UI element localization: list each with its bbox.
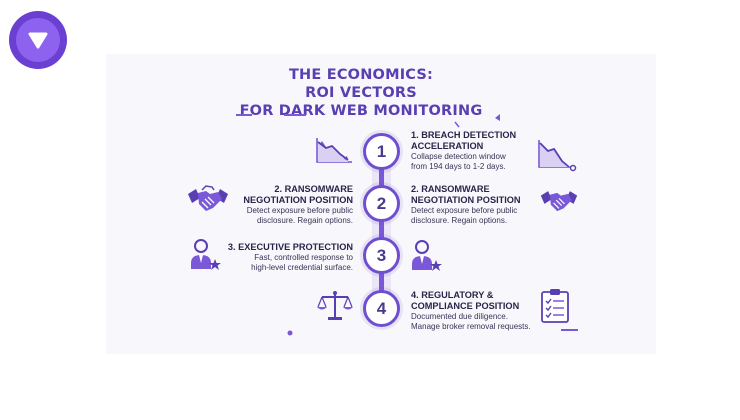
handshake-icon — [188, 185, 228, 211]
step-node-2: 2 — [363, 185, 400, 222]
step-2-right-heading-line-2: NEGOTIATION POSITION — [411, 195, 521, 205]
step-4-body-line-1: Documented due diligence. — [411, 312, 508, 321]
step-1-body-line-1: Collapse detection window — [411, 152, 506, 161]
step-3-text: 3. EXECUTIVE PROTECTION Fast, controlled… — [222, 242, 353, 273]
step-node-3: 3 — [363, 237, 400, 274]
title-line-1: THE ECONOMICS: — [288, 67, 434, 83]
step-2-left-text: 2. RANSOMWARE NEGOTIATION POSITION Detec… — [225, 184, 353, 226]
step-3-body-line-2: high-level credential surface. — [251, 263, 353, 272]
step-2-left-body-line-2: disclosure. Regain options. — [256, 216, 353, 225]
title-line-2: ROI VECTORS — [305, 85, 417, 101]
step-2-right-body-line-1: Detect exposure before public — [411, 206, 518, 215]
handshake-icon — [540, 191, 578, 212]
step-2-left-body-line-1: Detect exposure before public — [246, 206, 353, 215]
step-node-1: 1 — [363, 133, 400, 170]
step-4-heading-line-2: COMPLIANCE POSITION — [411, 301, 520, 311]
step-4-heading-line-1: 4. REGULATORY & — [411, 290, 494, 300]
step-1-body-line-2: from 194 days to 1-2 days. — [411, 162, 506, 171]
step-3-body-line-1: Fast, controlled response to — [254, 253, 353, 262]
step-2-right-text: 2. RANSOMWARE NEGOTIATION POSITION Detec… — [411, 184, 521, 226]
step-2-right-body-line-2: disclosure. Regain options. — [411, 216, 508, 225]
declining-chart-icon — [316, 138, 352, 163]
checklist-clipboard-icon — [541, 289, 569, 323]
step-node-4: 4 — [363, 290, 400, 327]
step-2-left-heading-line-2: NEGOTIATION POSITION — [243, 195, 353, 205]
step-2-right-heading-line-1: 2. RANSOMWARE — [411, 184, 490, 194]
step-2-left-heading-line-1: 2. RANSOMWARE — [274, 184, 353, 194]
step-1-heading-line-2: ACCELERATION — [411, 141, 484, 151]
step-3-heading: 3. EXECUTIVE PROTECTION — [227, 242, 353, 252]
executive-star-icon — [191, 239, 221, 270]
declining-chart-icon — [538, 140, 577, 172]
shield-logo-icon — [16, 18, 60, 62]
step-4-text: 4. REGULATORY & COMPLIANCE POSITION Docu… — [411, 290, 531, 332]
timeline-spine — [379, 150, 384, 310]
step-1-text: 1. BREACH DETECTION ACCELERATION Collaps… — [411, 130, 516, 172]
scales-icon — [317, 291, 353, 320]
step-1-heading-line-1: 1. BREACH DETECTION — [411, 130, 517, 140]
step-4-body-line-2: Manage broker removal requests. — [411, 322, 531, 331]
executive-star-icon — [412, 240, 442, 271]
app-logo[interactable] — [9, 11, 67, 69]
